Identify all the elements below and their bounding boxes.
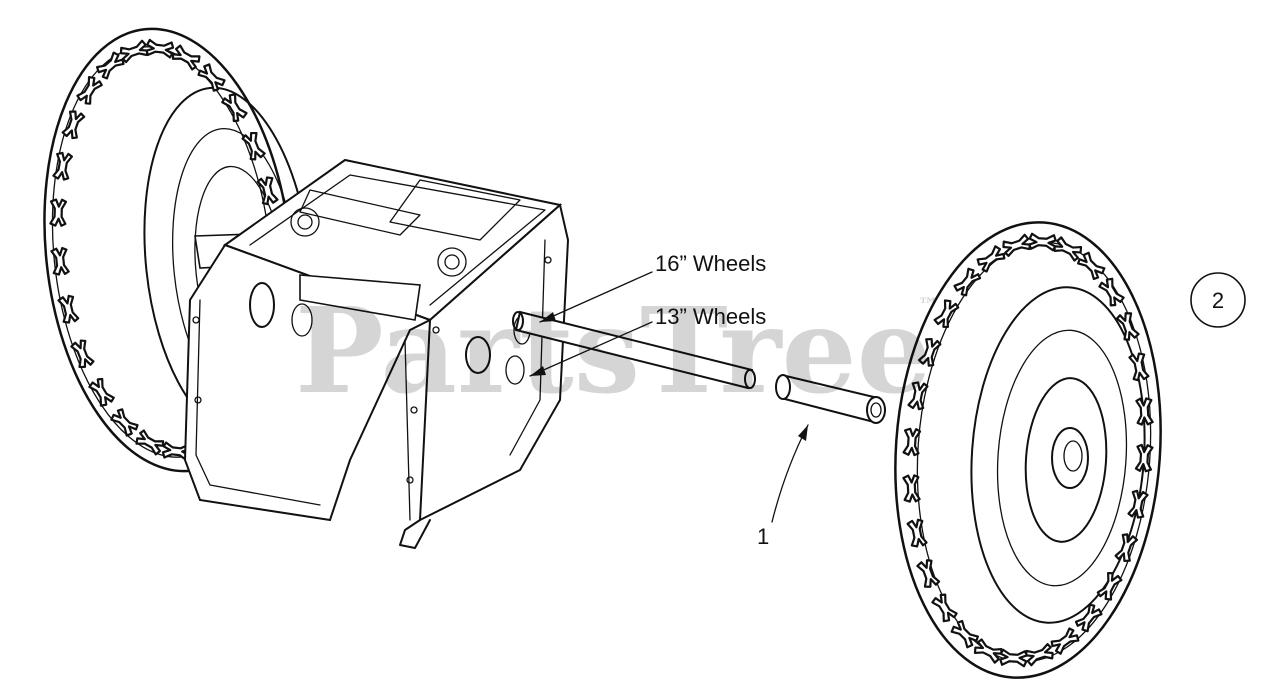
tread-lug <box>1134 443 1154 473</box>
tread-lug <box>1096 571 1123 601</box>
axle-icon <box>512 310 756 390</box>
right-wheel-icon <box>894 221 1162 679</box>
tread-lug <box>999 648 1028 668</box>
tread-lug <box>1128 352 1150 382</box>
tread-lug <box>197 63 226 92</box>
tread-lug <box>52 151 74 181</box>
tread-lug <box>57 294 80 324</box>
tread-lug <box>907 381 929 411</box>
leader-lines <box>529 271 809 523</box>
tread-lug <box>135 429 165 456</box>
tread-lug <box>1074 603 1103 633</box>
tread-lug <box>241 131 266 161</box>
tread-lug <box>1127 489 1149 519</box>
tread-lug <box>902 474 921 503</box>
tread-lug <box>171 44 201 71</box>
tread-lug <box>61 110 86 140</box>
tread-lug <box>1115 312 1140 341</box>
callout-1: 1 <box>757 524 769 549</box>
tread-lug <box>1028 232 1057 252</box>
tread-lug <box>933 299 960 329</box>
tread-lug <box>1024 643 1054 667</box>
tread-lug <box>976 245 1006 273</box>
tread-lug <box>1077 251 1106 281</box>
tread-lug <box>953 267 982 297</box>
callout-2: 2 <box>1212 288 1224 313</box>
tread-lug <box>70 339 95 369</box>
label-16-wheels: 16” Wheels <box>655 251 766 276</box>
callout-2-badge: 2 <box>1190 272 1246 328</box>
tread-lug <box>145 38 175 59</box>
tread-lug <box>256 176 279 206</box>
tread-lug <box>1002 233 1032 257</box>
spacer-tube-icon <box>775 374 886 424</box>
tread-lug <box>1053 236 1083 262</box>
frame-housing-icon <box>183 158 570 549</box>
tread-lug <box>902 427 922 457</box>
tread-lug <box>931 593 958 623</box>
tread-lug <box>950 619 979 649</box>
tread-lug <box>917 337 942 367</box>
tread-lug <box>50 246 70 276</box>
tread-lug <box>1098 277 1125 307</box>
tread-lug <box>49 198 68 227</box>
tread-lug <box>1050 627 1080 655</box>
tread-lug <box>1114 533 1139 563</box>
tread-lug <box>916 559 941 588</box>
tread-lug <box>1135 397 1154 426</box>
watermark-text: PartsTree <box>295 281 932 420</box>
tread-lug <box>110 408 139 437</box>
tread-lug <box>76 75 103 105</box>
tread-lug <box>906 518 928 548</box>
tread-lug <box>119 39 149 64</box>
tread-lug <box>221 93 248 123</box>
tread-lug <box>973 638 1003 664</box>
tread-lug <box>95 51 125 80</box>
watermark-trademark: ™ <box>918 293 938 317</box>
label-13-wheels: 13” Wheels <box>655 304 766 329</box>
tread-lug <box>88 377 115 407</box>
